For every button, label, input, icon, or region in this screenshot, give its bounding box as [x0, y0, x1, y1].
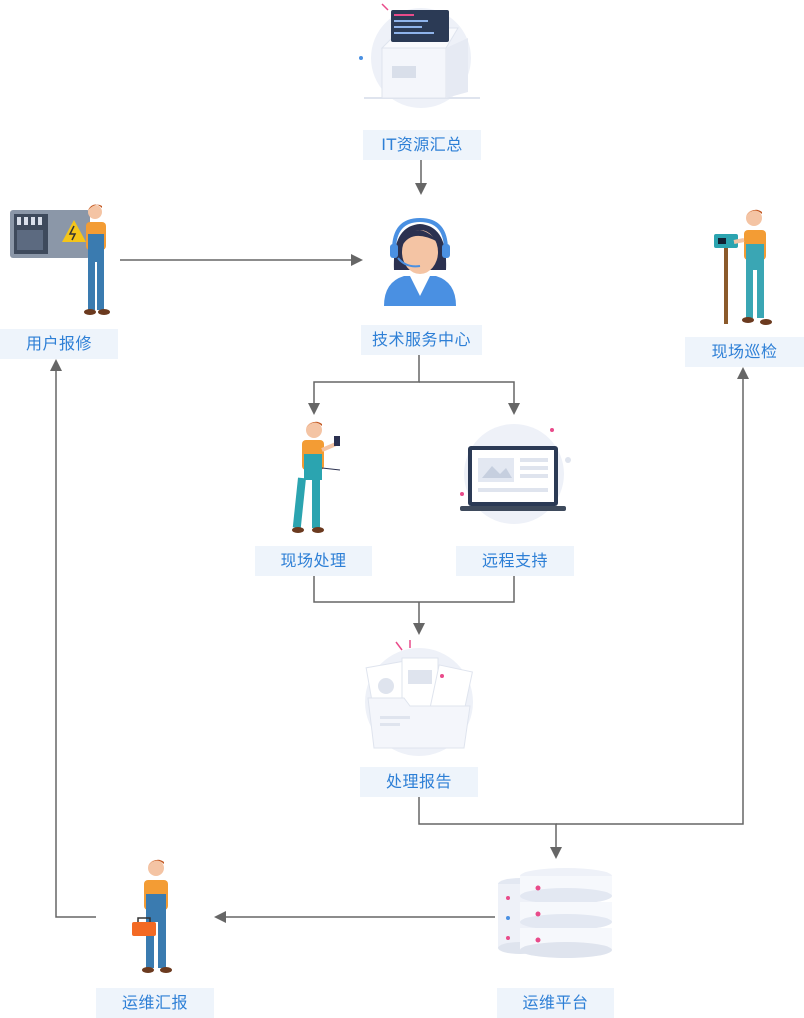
patrol-worker-icon	[714, 209, 772, 325]
node-ops-report: 运维汇报	[96, 988, 214, 1018]
documents-folder-icon	[365, 640, 474, 756]
arrow-merge-to-report	[313, 576, 515, 603]
arrow-report-to-platform	[418, 796, 562, 859]
node-report: 处理报告	[360, 767, 478, 797]
database-server-icon	[498, 868, 612, 958]
headset-agent-icon	[384, 217, 456, 306]
electric-panel-worker-icon	[10, 204, 110, 315]
arrow-opsreport-to-user	[50, 359, 96, 918]
field-worker-icon	[292, 421, 341, 533]
arrow-center-remote	[419, 381, 520, 415]
node-remote: 远程支持	[456, 546, 574, 576]
node-it-resources: IT资源汇总	[363, 130, 481, 160]
arrow-report-to-patrol	[556, 367, 749, 825]
toolbox-worker-icon	[132, 859, 172, 973]
node-ops-platform: 运维平台	[497, 988, 614, 1018]
box-with-screen-icon	[359, 3, 480, 108]
node-site-patrol: 现场巡检	[685, 337, 804, 367]
node-user-repair: 用户报修	[0, 329, 118, 359]
laptop-icon	[460, 424, 571, 524]
node-onsite: 现场处理	[255, 546, 372, 576]
arrow-center-split	[308, 355, 420, 415]
node-tech-center: 技术服务中心	[361, 325, 482, 355]
